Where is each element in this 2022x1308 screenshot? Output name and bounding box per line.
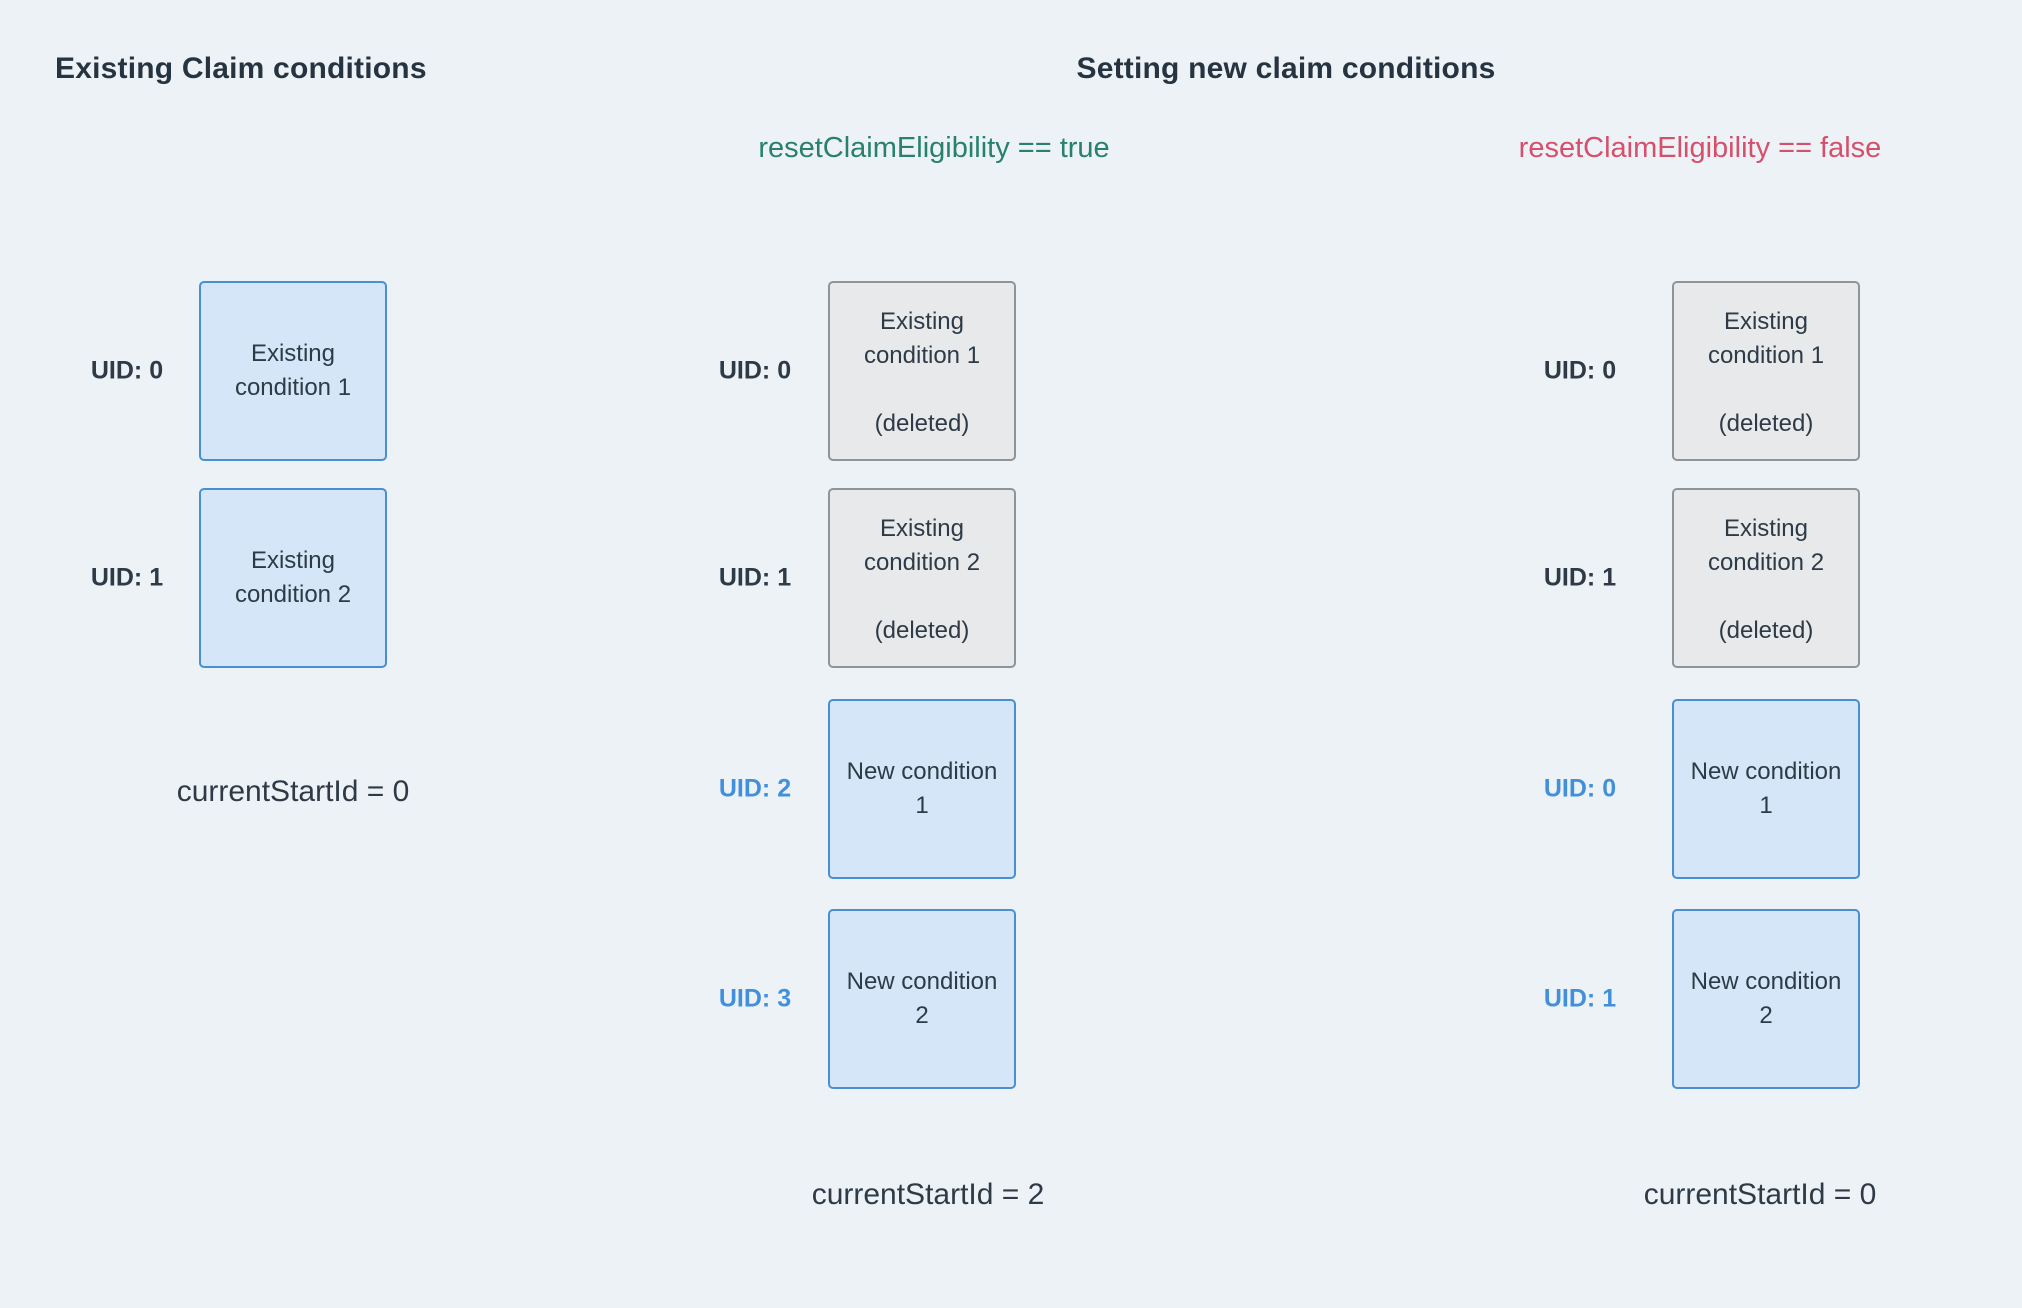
uid-label: UID: 1 <box>718 563 792 592</box>
condition-label: New condition 2 <box>846 968 998 1029</box>
condition-box: New condition 1 <box>828 699 1016 879</box>
uid-label: UID: 0 <box>1543 774 1617 803</box>
uid-label: UID: 0 <box>90 356 164 385</box>
uid-label: UID: 1 <box>1543 563 1617 592</box>
uid-label: UID: 1 <box>1543 984 1617 1013</box>
condition-box: Existing condition 1 <box>199 281 387 461</box>
current-start-id: currentStartId = 0 <box>1643 1178 1877 1211</box>
condition-box: New condition 2 <box>1672 909 1860 1089</box>
existing-claims-title: Existing Claim conditions <box>55 52 427 85</box>
condition-box: Existing condition 2 (deleted) <box>828 488 1016 668</box>
condition-label: New condition 1 <box>1690 758 1842 819</box>
condition-box: Existing condition 1 (deleted) <box>1672 281 1860 461</box>
uid-label: UID: 0 <box>718 356 792 385</box>
condition-label: Existing condition 1 <box>863 308 981 369</box>
reset-false-label: resetClaimEligibility == false <box>1518 132 1882 164</box>
condition-box: New condition 1 <box>1672 699 1860 879</box>
new-claims-title: Setting new claim conditions <box>1076 52 1496 85</box>
condition-label: New condition 1 <box>846 758 998 819</box>
condition-box: Existing condition 1 (deleted) <box>828 281 1016 461</box>
current-start-id: currentStartId = 2 <box>811 1178 1045 1211</box>
uid-label: UID: 3 <box>718 984 792 1013</box>
uid-label: UID: 1 <box>90 563 164 592</box>
condition-label: Existing condition 2 <box>234 547 352 608</box>
condition-status: (deleted) <box>874 617 970 644</box>
condition-label: Existing condition 1 <box>1707 308 1825 369</box>
condition-label: Existing condition 2 <box>1707 515 1825 576</box>
uid-label: UID: 0 <box>1543 356 1617 385</box>
uid-label: UID: 2 <box>718 774 792 803</box>
condition-status: (deleted) <box>874 410 970 437</box>
current-start-id: currentStartId = 0 <box>176 775 410 808</box>
condition-label: Existing condition 2 <box>863 515 981 576</box>
condition-box: Existing condition 2 (deleted) <box>1672 488 1860 668</box>
condition-status: (deleted) <box>1718 617 1814 644</box>
condition-label: Existing condition 1 <box>234 340 352 401</box>
condition-box: New condition 2 <box>828 909 1016 1089</box>
condition-label: New condition 2 <box>1690 968 1842 1029</box>
reset-true-label: resetClaimEligibility == true <box>758 132 1110 164</box>
condition-box: Existing condition 2 <box>199 488 387 668</box>
condition-status: (deleted) <box>1718 410 1814 437</box>
